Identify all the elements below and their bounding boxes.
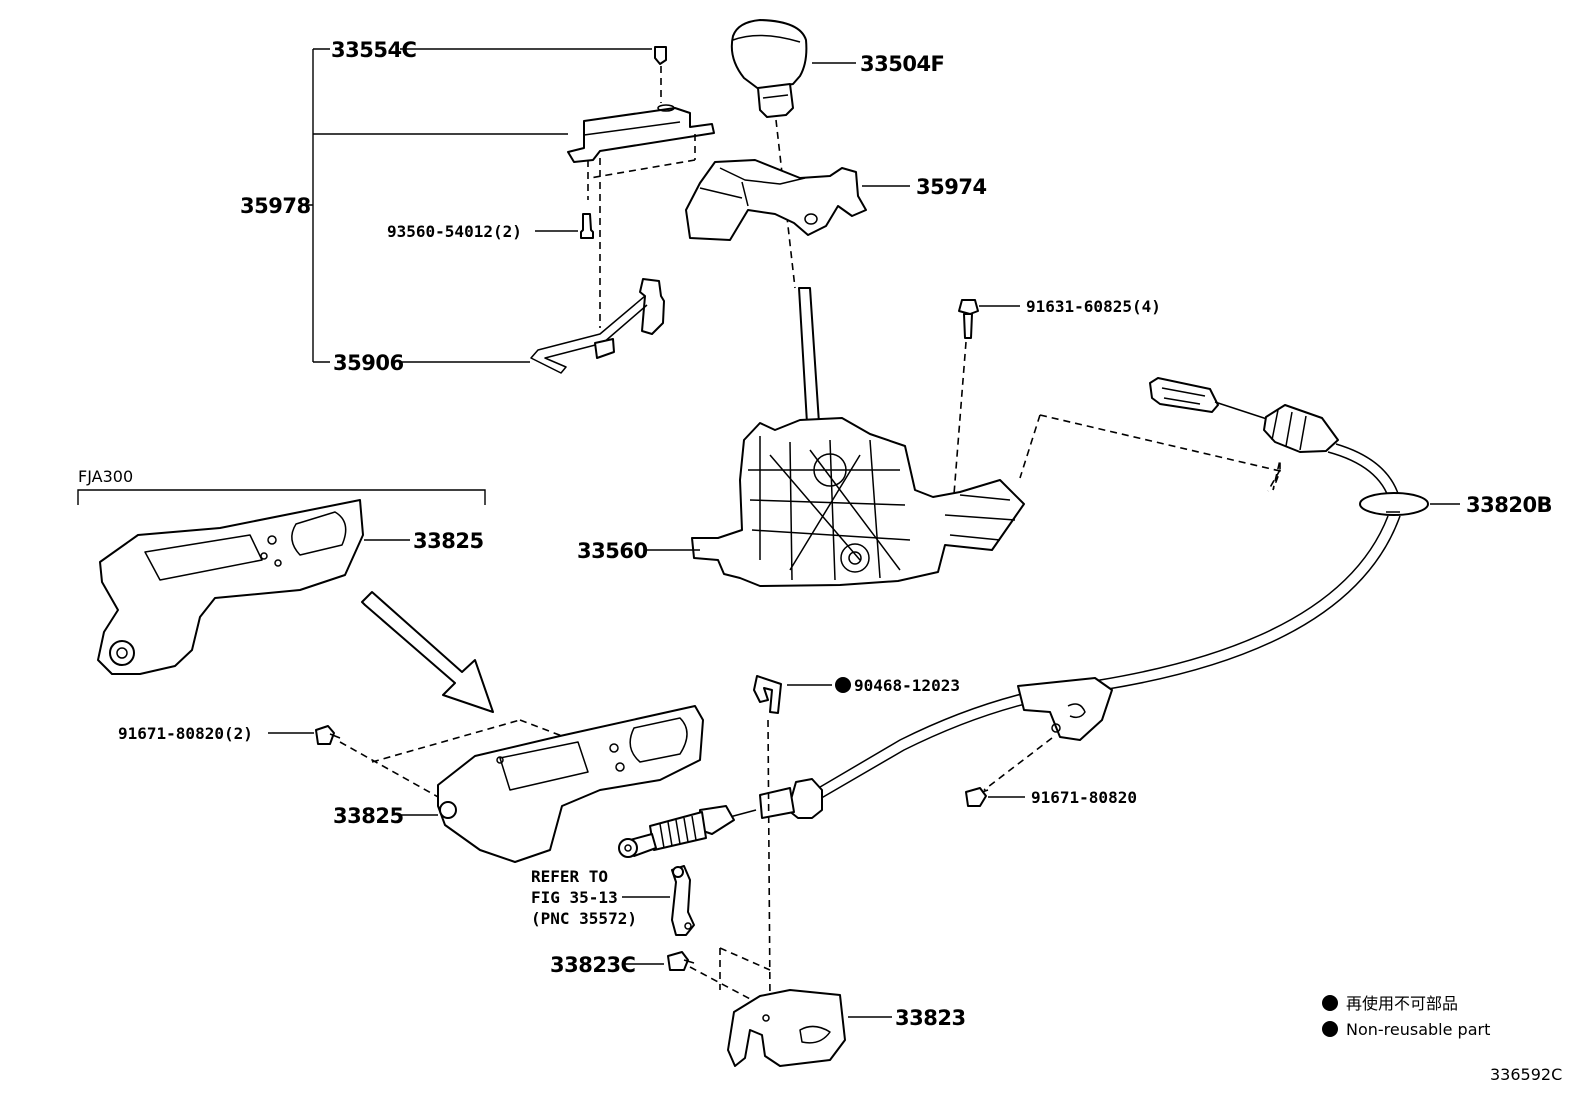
screw-93560 [535,213,594,239]
module-35978 [567,104,715,328]
bolt-33823c [622,947,771,1001]
legend-bullet-jp [1322,995,1338,1011]
indicator-housing-35974 [685,159,910,241]
bolt-91671-single [965,737,1053,807]
callout-93560: 93560-54012(2) [387,222,522,241]
legend-bullet-en [1322,1021,1338,1037]
legend-jp: 再使用不可部品 [1346,994,1458,1013]
callout-33560: 33560 [577,539,648,563]
callout-91671-pair: 91671-80820(2) [118,724,253,743]
assembly-bracket-35978 [302,48,568,363]
shift-lever-assembly-33560 [645,287,1041,587]
bolt-91631 [949,299,1020,546]
bracket-33825-lower [400,705,704,863]
fja300-group: FJA300 [77,467,494,713]
harness-35906 [401,278,665,374]
callout-33823c: 33823C [550,953,636,977]
callout-90468: 90468-12023 [854,676,960,695]
non-reusable-marker-90468 [835,677,851,693]
bracket-33823 [727,989,892,1067]
refer-note-line1: REFER TO [531,867,608,886]
callout-35978: 35978 [240,194,311,218]
callout-33554c: 33554C [331,38,417,62]
refer-note-line3: (PNC 35572) [531,909,637,928]
callout-33504f: 33504F [860,52,944,76]
callout-33823: 33823 [895,1006,966,1030]
lever-refer-fig [622,865,695,936]
callout-91631: 91631-60825(4) [1026,297,1161,316]
callout-35974: 35974 [916,175,987,199]
bolt-91671-pair [268,719,563,799]
callout-91671-single: 91671-80820 [1031,788,1137,807]
legend-en: Non-reusable part [1346,1020,1490,1039]
refer-note-line2: FIG 35-13 [531,888,618,907]
legend: 再使用不可部品 Non-reusable part [1322,994,1490,1039]
callout-33820b: 33820B [1466,493,1552,517]
figure-code: 336592C [1490,1065,1562,1084]
variant-label: FJA300 [78,467,133,486]
clip-33554c [400,46,667,103]
shift-knob-33504f [730,19,856,289]
callout-35906: 35906 [333,351,404,375]
callout-33825-top: 33825 [413,529,484,553]
callout-33825-bottom: 33825 [333,804,404,828]
shift-cable-33820b [618,377,1460,858]
clip-90468 [753,675,832,1001]
